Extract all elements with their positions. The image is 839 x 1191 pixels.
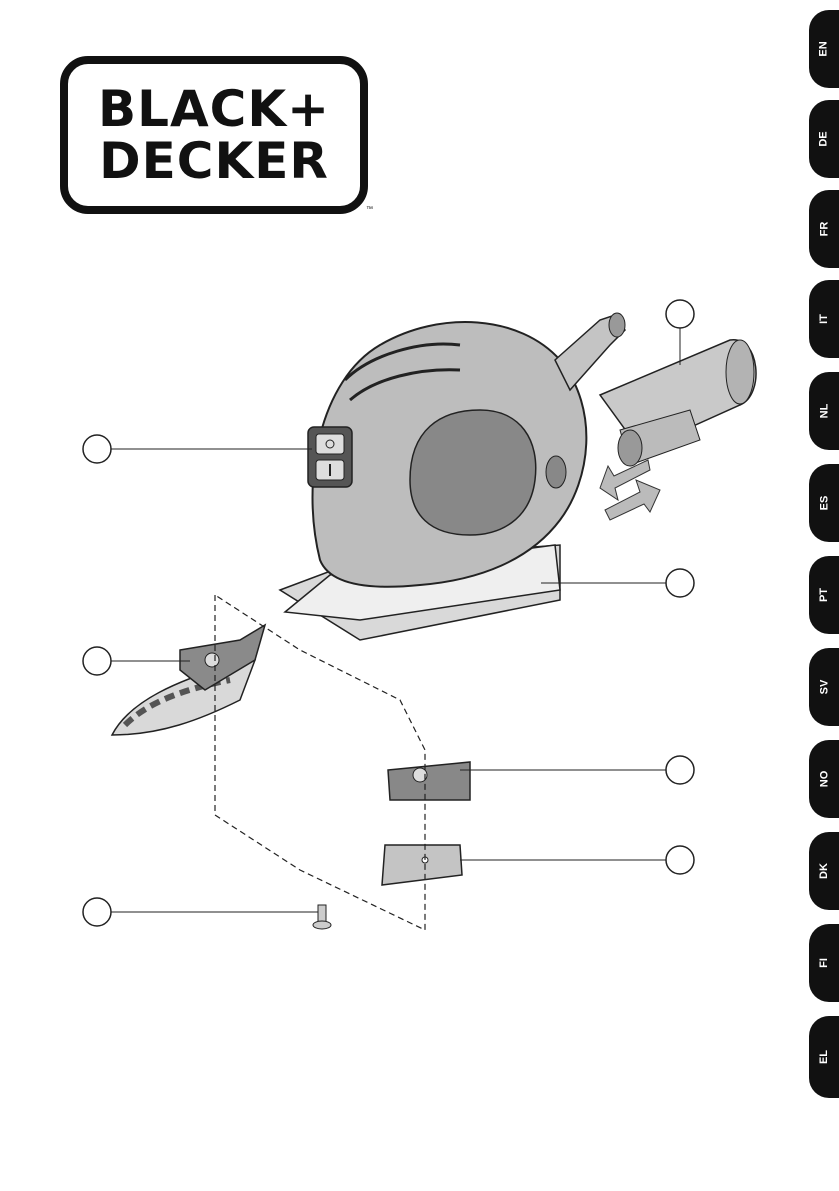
callout-2: [666, 300, 694, 328]
callout-6: [666, 846, 694, 874]
callout-7: [83, 898, 111, 926]
callout-3: [666, 569, 694, 597]
sanding-sheet: [382, 845, 462, 885]
base-plate: [388, 762, 470, 800]
sander-body: [280, 313, 625, 640]
finger-attachment: [112, 625, 265, 735]
callout-5: [666, 756, 694, 784]
callout-4: [83, 647, 111, 675]
dust-canister: [600, 340, 756, 520]
callout-1: [83, 435, 111, 463]
screw: [313, 905, 331, 929]
